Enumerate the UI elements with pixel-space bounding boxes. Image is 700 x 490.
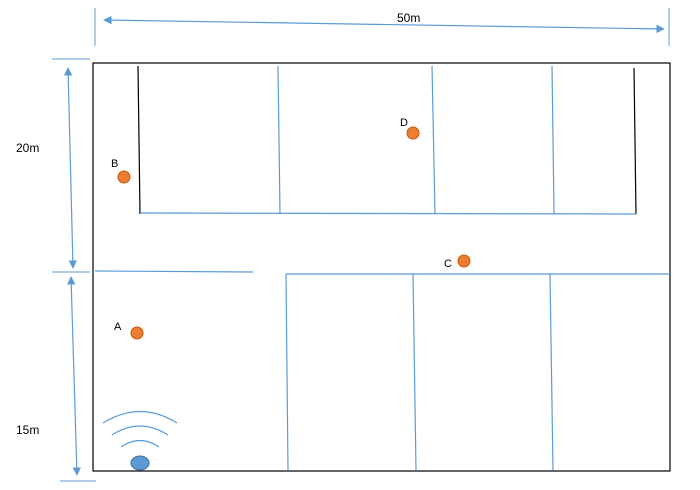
lower-height-label: 15m	[16, 423, 39, 437]
lower-left-corridor-wall	[94, 270, 254, 273]
upper-partition-2	[431, 65, 436, 214]
point-d-label: D	[400, 117, 408, 129]
point-c-label: C	[444, 258, 452, 270]
point-a-label: A	[114, 321, 122, 333]
upper-partition-3	[551, 65, 555, 214]
lower-height-arrow	[67, 276, 81, 476]
lower-partition-1	[285, 273, 289, 471]
router-base	[130, 455, 150, 471]
upper-left-wall	[137, 65, 141, 215]
point-a: A	[114, 321, 144, 340]
upper-height-arrow	[63, 67, 78, 269]
point-b: B	[111, 158, 131, 184]
wifi-router-icon	[102, 410, 178, 471]
lower-rooms	[94, 270, 670, 471]
point-d-marker	[406, 126, 420, 140]
wifi-wave-inner	[120, 439, 160, 448]
upper-right-wall	[633, 67, 637, 215]
width-arrow	[103, 15, 665, 34]
height-dimension: 20m 15m	[16, 58, 96, 482]
building-outline	[92, 62, 671, 472]
width-label: 50m	[397, 11, 420, 25]
wifi-wave-middle	[111, 425, 169, 436]
width-dimension: 50m	[94, 8, 670, 46]
wifi-wave-outer	[102, 410, 178, 424]
point-b-label: B	[111, 158, 118, 170]
lower-partition-2	[412, 273, 417, 471]
upper-height-label: 20m	[16, 141, 39, 155]
upper-partition-1	[277, 65, 281, 214]
point-c: C	[444, 254, 471, 270]
upper-rooms	[137, 65, 637, 215]
point-a-marker	[130, 326, 144, 340]
point-d: D	[400, 117, 420, 140]
point-c-marker	[457, 254, 471, 268]
upper-corridor-wall	[139, 212, 637, 215]
point-b-marker	[117, 170, 131, 184]
lower-partition-3	[549, 273, 554, 471]
